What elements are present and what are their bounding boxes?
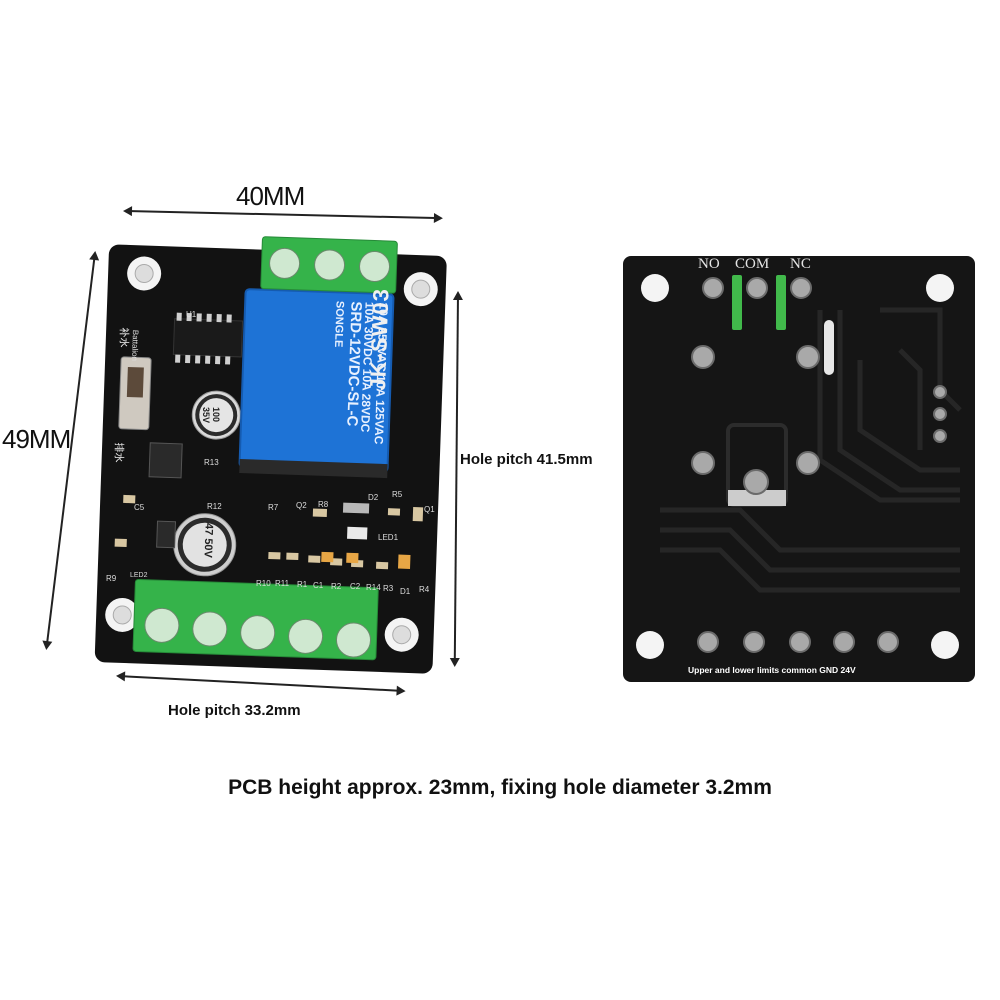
designator-r10: R10 — [256, 579, 271, 588]
designator-c1: C1 — [313, 581, 324, 590]
horizontal-hole-pitch-label: Hole pitch 33.2mm — [168, 702, 301, 719]
designator-r5: R5 — [392, 490, 403, 499]
height-label: 49MM — [2, 424, 71, 454]
width-label: 40MM — [236, 181, 305, 211]
designator-c2: C2 — [350, 582, 361, 591]
designator-r2: R2 — [331, 582, 342, 591]
pin-label-nc: NC — [790, 256, 811, 272]
board-model-label: JK-SW03 — [365, 287, 394, 391]
switch-label-en: Battalion — [129, 329, 140, 362]
designator-q1: Q1 — [424, 505, 435, 514]
vertical-hole-pitch-arrow — [453, 292, 459, 665]
designator-r8: R8 — [318, 500, 329, 509]
back-pcb-board — [623, 256, 975, 682]
designator-q2: Q2 — [296, 501, 307, 510]
designator-d2: D2 — [368, 493, 379, 502]
designator-r4: R4 — [419, 585, 430, 594]
designator-u1: U1 — [186, 310, 197, 319]
switch-label-bottom: 排水 — [112, 442, 124, 463]
designator-r9: R9 — [106, 574, 117, 583]
large-capacitor-label: 47 50V — [201, 522, 215, 559]
designator-r3: R3 — [383, 584, 394, 593]
designator-r13: R13 — [204, 458, 219, 467]
pcb-caption: PCB height approx. 23mm, fixing hole dia… — [228, 776, 772, 799]
back-bottom-label: Upper and lower limits common GND 24V — [688, 665, 856, 675]
designator-r7: R7 — [268, 503, 279, 512]
designator-d1: D1 — [400, 587, 411, 596]
front-pcb-board — [94, 236, 447, 674]
designator-r11: R11 — [275, 579, 290, 588]
pin-label-com: COM — [735, 256, 770, 272]
designator-c5: C5 — [134, 503, 145, 512]
designator-led1: LED1 — [378, 533, 399, 542]
vertical-hole-pitch-label: Hole pitch 41.5mm — [460, 451, 593, 468]
designator-r1: R1 — [297, 580, 308, 589]
pin-label-no: NO — [698, 256, 720, 272]
small-capacitor-label: 100 35V — [201, 407, 221, 424]
designator-r12: R12 — [207, 502, 222, 511]
horizontal-hole-pitch-arrow — [117, 675, 404, 692]
designator-led2: LED2 — [130, 572, 148, 579]
designator-r14: R14 — [366, 583, 381, 592]
mounting-hole — [105, 256, 438, 652]
